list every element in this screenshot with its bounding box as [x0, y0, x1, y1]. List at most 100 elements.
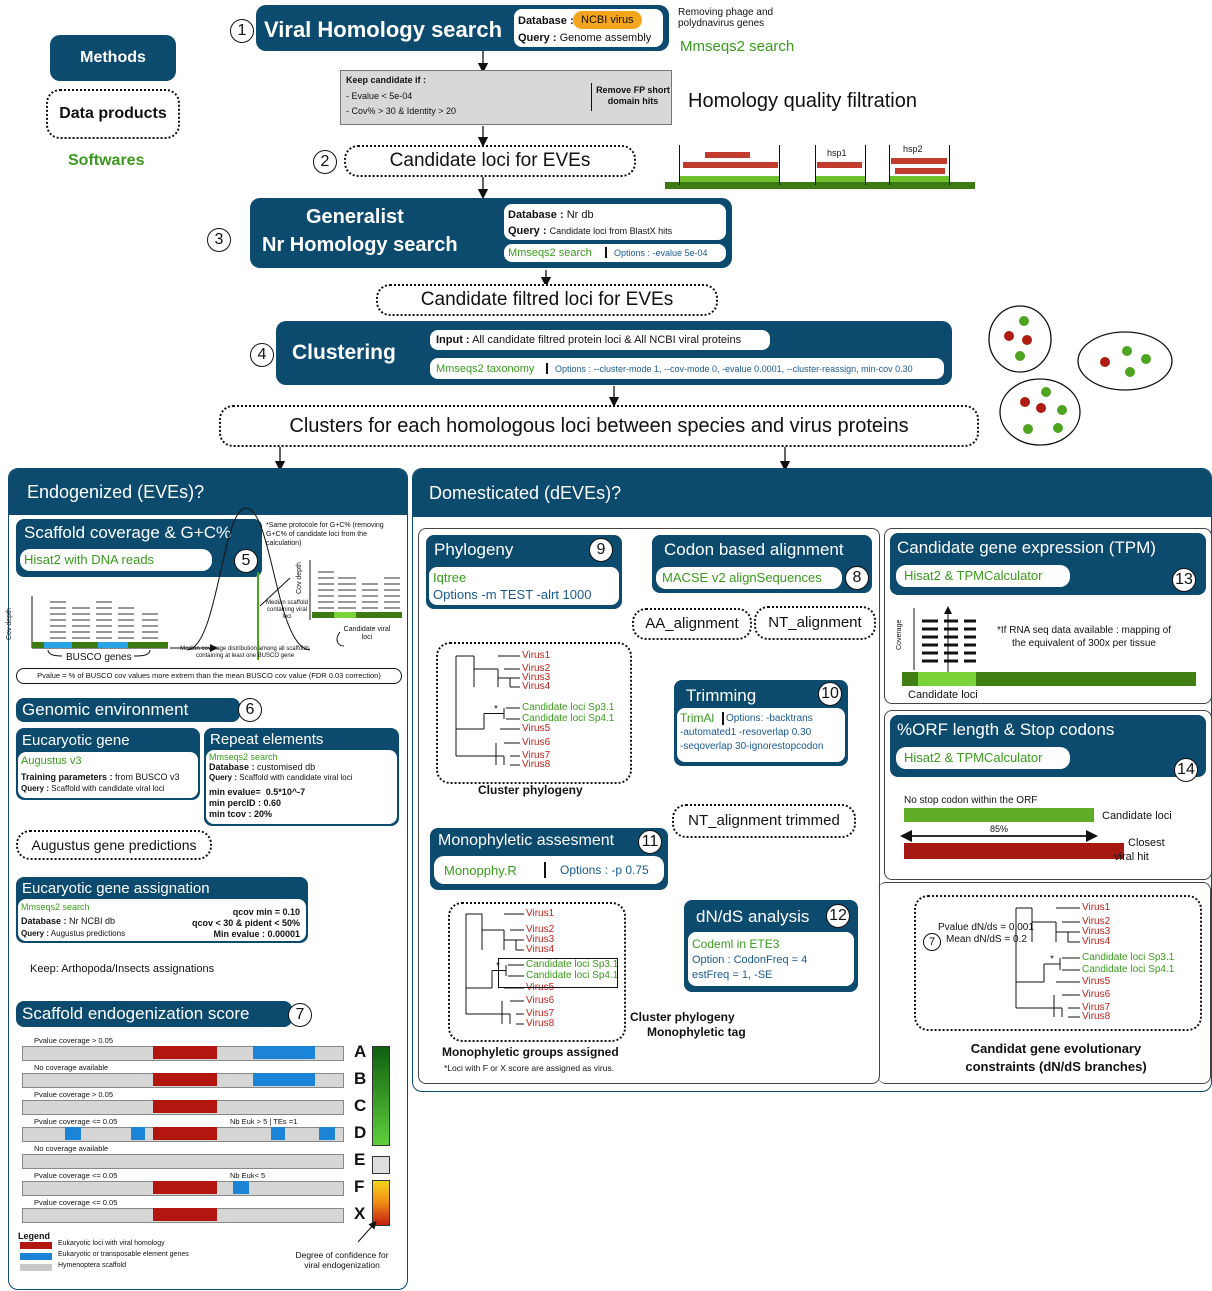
step-number: 6	[238, 698, 262, 722]
viral-homology-segment	[153, 1100, 217, 1113]
param-row: Database : customised db	[209, 762, 315, 773]
param-row: min evalue= 0.5*10^-7	[209, 787, 305, 798]
value: from BUSCO v3	[115, 772, 180, 782]
section-title: Repeat elements	[210, 731, 324, 748]
viral-homology-segment	[153, 1127, 217, 1140]
degree-label: Degree of confidence for viral endogeniz…	[295, 1250, 389, 1270]
locus-green	[815, 176, 865, 182]
params: Codeml in ETE3 Option : CodonFreq = 4 es…	[688, 932, 854, 986]
dnds-caption: constraints (dN/dS branches)	[965, 1059, 1147, 1074]
params: Monopphy.R Options : -p 0.75	[434, 856, 664, 884]
rna-seq-note: *If RNA seq data available : mapping of …	[997, 625, 1171, 649]
tool-name: TrimAl	[680, 711, 715, 725]
scaffold-coverage-box: Scaffold coverage & G+C% Hisat2 with DNA…	[16, 519, 262, 577]
tool-name: Monopphy.R	[444, 863, 517, 878]
tree-leaf: Virus5	[522, 723, 551, 734]
tool-options: estFreq = 1, -SE	[692, 969, 773, 981]
step-number: 14	[1174, 758, 1198, 782]
eukaryotic-gene-segment	[271, 1127, 285, 1140]
tool-options: -automated1 -resoverlap 0.30	[680, 727, 812, 738]
eukaryotic-gene-segment	[65, 1127, 81, 1140]
tree-leaf: Virus7	[1082, 1002, 1111, 1013]
cluster-phylogeny-box	[436, 642, 632, 784]
confidence-gradient-green	[372, 1046, 390, 1146]
orf-box: %ORF length & Stop codons Hisat2 & TPMCa…	[890, 715, 1206, 777]
legend-label: Hymenoptera scaffold	[58, 1262, 126, 1269]
label: Database :	[518, 15, 574, 27]
tree-leaf: Candidate loci Sp4.1	[522, 713, 615, 724]
tree-leaf: Virus6	[1082, 989, 1111, 1000]
tool-options: Options : --cluster-mode 1, --cov-mode 0…	[555, 364, 913, 374]
augustus-predictions-box: Augustus gene predictions	[16, 830, 212, 860]
step-number: 13	[1172, 568, 1196, 592]
step-number: 5	[234, 549, 258, 573]
median-label: Median scaffold containing viral loci	[266, 600, 308, 620]
panel-title: Endogenized (EVEs)?	[27, 482, 205, 502]
tool-name: Mmseqs2 search	[508, 247, 592, 259]
hsp-red	[683, 162, 778, 168]
label: Query :	[21, 784, 50, 793]
tree-star: *	[1050, 954, 1054, 965]
legend-label: Eukaryotic loci with viral homology	[58, 1240, 165, 1247]
monophyletic-box: Monophyletic assesment Monopphy.R Option…	[430, 828, 668, 890]
orf-percent: 85%	[990, 824, 1009, 834]
tree-leaf: Virus3	[1082, 926, 1111, 937]
scaffold-bar	[22, 1073, 344, 1088]
param-row: min tcov : 20%	[209, 809, 273, 819]
tree-caption: Monophyletic groups assigned	[442, 1045, 619, 1059]
value: Nr db	[566, 209, 594, 221]
scaffold-score-title: Scaffold endogenization score	[16, 1001, 292, 1027]
tool-name: Mmseqs2 search	[209, 752, 278, 762]
step-number: 11	[638, 830, 662, 854]
nr-homology-search-box: Generalist Nr Homology search Database :…	[250, 198, 732, 268]
section-title: Codon based alignment	[664, 540, 844, 559]
score-row-label: No coverage available	[34, 1063, 109, 1072]
step-number: 7	[923, 933, 941, 951]
hsp-diagram: hsp1 hsp2	[665, 140, 975, 190]
tree-leaf: Candidate loci Sp3.1	[522, 702, 615, 713]
params: Mmseqs2 search Database : customised db …	[206, 750, 397, 824]
step-number: 8	[845, 566, 869, 590]
param-row: Query : Augustus predictions	[21, 929, 125, 938]
subpanel-dnds	[878, 882, 1211, 1084]
section-title: Eucaryotic gene assignation	[22, 880, 210, 897]
viral-homology-segment	[153, 1046, 217, 1059]
criterion: qcov min = 0.10	[232, 907, 300, 917]
tree-leaf: Virus7	[522, 750, 551, 761]
tree-leaf: Virus1	[526, 908, 555, 919]
score-letter: X	[354, 1204, 366, 1223]
param-row: Training parameters : from BUSCO v3	[21, 772, 180, 783]
candidate-loci-label: Candidate loci	[908, 689, 978, 701]
score-row-extra: Nb Euk > 5 | TEs =1	[230, 1117, 298, 1126]
score-row-label: Pvalue coverage <= 0.05	[34, 1198, 118, 1207]
closest-label: viral hit	[1114, 851, 1149, 863]
eukaryotic-gene-segment	[319, 1127, 335, 1140]
hsp-label: hsp2	[903, 144, 923, 154]
score-row-extra: Nb Euk< 5	[230, 1171, 266, 1180]
tree-leaf: Virus2	[526, 924, 555, 935]
monophyletic-tag: Monophyletic tag	[647, 1025, 746, 1039]
score-letter: A	[354, 1042, 367, 1061]
params: Mmseqs2 search Database : Nr NCBI db Que…	[18, 899, 306, 941]
params: Iqtree Options -m TEST -alrt 1000	[429, 567, 619, 605]
tree-leaf: Candidate loci Sp4.1	[526, 970, 619, 981]
label: Training parameters :	[21, 772, 113, 782]
tool-name: MACSE v2 alignSequences	[656, 567, 842, 589]
remove-fp-label: Remove FP short domain hits	[596, 85, 670, 106]
expression-box: Candidate gene expression (TPM) Hisat2 &…	[890, 533, 1206, 595]
tree-leaf: Virus8	[522, 759, 551, 770]
value: Scaffold with candidate viral loci	[51, 784, 165, 793]
params: TrimAl Options: -backtrans -automated1 -…	[677, 708, 845, 762]
homology-filtration-label: Homology quality filtration	[688, 90, 917, 112]
trimming-box: Trimming TrimAl Options: -backtrans -aut…	[674, 680, 848, 766]
hsp-red	[817, 162, 862, 168]
section-title: Trimming	[686, 686, 757, 705]
tool-options: -seqoverlap 30-ignorestopcodon	[680, 741, 824, 752]
tool-options: Options: -backtrans	[726, 713, 813, 724]
legend-label: Eukaryotic or transposable element genes	[58, 1251, 189, 1258]
orf-candidate-bar	[904, 808, 1094, 822]
